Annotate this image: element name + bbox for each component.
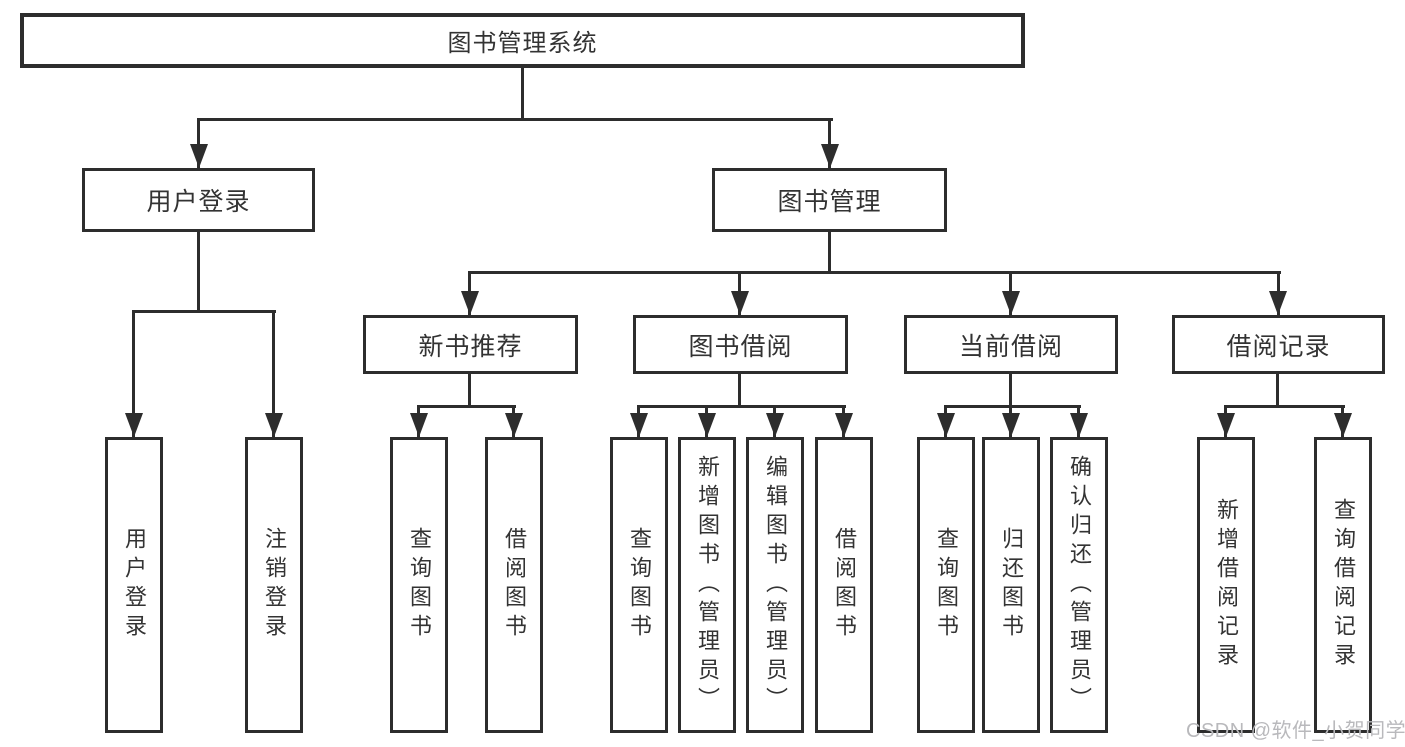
arrowhead-down-icon [190, 144, 208, 168]
node-book-borrowing: 图书借阅 [633, 315, 848, 374]
arrowhead-down-icon [1334, 413, 1352, 437]
connector-line [468, 271, 1281, 274]
arrowhead-down-icon [1217, 413, 1235, 437]
leaf-query-borrow-record: 查询借阅记录 [1314, 437, 1372, 733]
arrowhead-down-icon [766, 413, 784, 437]
arrowhead-down-icon [937, 413, 955, 437]
connector-line [828, 232, 831, 274]
leaf-borrowing-query-books: 查询图书 [610, 437, 668, 733]
watermark: CSDN @软件_小贺同学 [1186, 720, 1405, 742]
connector-line [521, 68, 524, 121]
arrowhead-down-icon [410, 413, 428, 437]
arrowhead-down-icon [461, 291, 479, 315]
connector-line [468, 374, 471, 407]
arrowhead-down-icon [1269, 291, 1287, 315]
connector-line [417, 405, 516, 408]
connector-line [637, 405, 846, 408]
arrowhead-down-icon [125, 413, 143, 437]
arrowhead-down-icon [1002, 413, 1020, 437]
connector-line [1276, 374, 1279, 407]
node-book-management: 图书管理 [712, 168, 947, 232]
leaf-user-login: 用户登录 [105, 437, 163, 733]
arrowhead-down-icon [505, 413, 523, 437]
connector-line [272, 310, 275, 437]
connector-line [1009, 374, 1012, 407]
connector-line [132, 310, 135, 437]
leaf-edit-books-admin: 编辑图书（管理员） [746, 437, 804, 733]
leaf-borrowing-borrow-books: 借阅图书 [815, 437, 873, 733]
connector-line [738, 374, 741, 407]
node-new-book-recommendation: 新书推荐 [363, 315, 578, 374]
leaf-return-books: 归还图书 [982, 437, 1040, 733]
connector-line [944, 405, 1081, 408]
leaf-add-borrow-record: 新增借阅记录 [1197, 437, 1255, 733]
arrowhead-down-icon [821, 144, 839, 168]
leaf-add-books-admin: 新增图书（管理员） [678, 437, 736, 733]
connector-line [132, 310, 276, 313]
leaf-logout: 注销登录 [245, 437, 303, 733]
connector-line [197, 118, 200, 168]
node-user-login: 用户登录 [82, 168, 315, 232]
connector-line [1224, 405, 1345, 408]
arrowhead-down-icon [1070, 413, 1088, 437]
leaf-confirm-return-admin: 确认归还（管理员） [1050, 437, 1108, 733]
arrowhead-down-icon [265, 413, 283, 437]
node-library-management-system: 图书管理系统 [20, 13, 1025, 68]
node-borrowing-records: 借阅记录 [1172, 315, 1385, 374]
arrowhead-down-icon [835, 413, 853, 437]
connector-line [197, 232, 200, 313]
arrowhead-down-icon [1002, 291, 1020, 315]
connector-line [197, 118, 833, 121]
arrowhead-down-icon [630, 413, 648, 437]
connector-line [828, 118, 831, 168]
arrowhead-down-icon [698, 413, 716, 437]
node-current-borrowing: 当前借阅 [904, 315, 1118, 374]
leaf-current-query-books: 查询图书 [917, 437, 975, 733]
leaf-newbooks-borrow-books: 借阅图书 [485, 437, 543, 733]
leaf-newbooks-query-books: 查询图书 [390, 437, 448, 733]
arrowhead-down-icon [731, 291, 749, 315]
